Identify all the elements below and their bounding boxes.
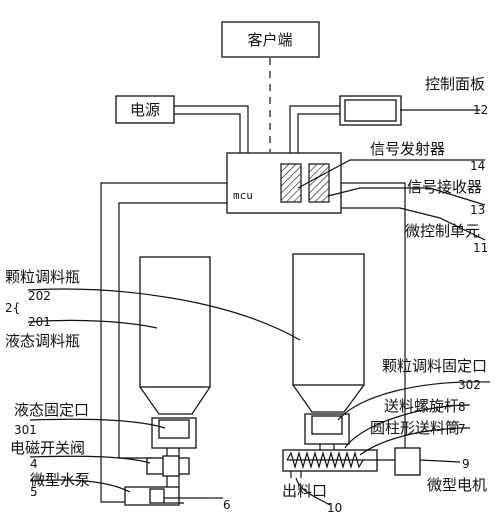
number-11: 11 [473, 241, 488, 255]
power-wire-b [174, 113, 241, 153]
number-9: 9 [462, 457, 470, 471]
motor-wire [341, 182, 406, 448]
control-panel-screen [344, 99, 397, 122]
signal-transmitter-label: 信号发射器 [370, 140, 445, 158]
micro-motor [394, 447, 421, 476]
number-12: 12 [473, 103, 488, 117]
panel-wire-b [297, 113, 340, 153]
number-10: 10 [327, 501, 342, 515]
screw-rod-label: 送料螺旋杆 [384, 397, 459, 415]
leader-lines [27, 109, 491, 506]
mcu-label: mcu [233, 189, 253, 202]
cylinder-tube-label: 圆柱形送料筒 [370, 419, 460, 437]
liquid-fixed-port-inner [158, 419, 190, 439]
panel-wire-a [289, 105, 340, 153]
number-202: 202 [28, 289, 51, 303]
solenoid-valve-label: 电磁开关阀 [10, 439, 85, 457]
micro-control-unit-label: 微控制单元 [405, 222, 480, 240]
micro-pump-outlet [149, 488, 165, 504]
granule-bottle-neck [292, 384, 365, 413]
solenoid-wire [100, 182, 227, 503]
number-201: 201 [28, 315, 51, 329]
micro-motor-label: 微型电机 [427, 476, 487, 494]
liquid-bottle-neck [139, 386, 211, 415]
power-label: 电源 [130, 101, 160, 119]
number-5: 5 [30, 485, 38, 499]
signal-receiver-block [308, 163, 330, 203]
discharge-port-label: 出料口 [282, 482, 327, 500]
power-wire-a [174, 105, 249, 153]
granule-fixed-port-label: 颗粒调料固定口 [382, 357, 487, 375]
number-302: 302 [458, 378, 481, 392]
granule-fixed-port-inner [311, 415, 343, 435]
number-2: 2{ [5, 301, 20, 315]
pump-wire [118, 202, 227, 459]
granule-bottle-label: 颗粒调料瓶 [5, 268, 80, 286]
micro-pump-label: 微型水泵 [30, 471, 90, 489]
number-14: 14 [470, 159, 485, 173]
granule-bottle-body [292, 253, 365, 386]
control-panel-label: 控制面板 [425, 75, 485, 93]
number-8: 8 [458, 400, 466, 414]
number-6: 6 [223, 498, 231, 512]
number-7: 7 [458, 422, 466, 436]
liquid-bottle-body [139, 256, 211, 388]
number-301: 301 [14, 423, 37, 437]
client-box [221, 21, 320, 58]
liquid-bottle-label: 液态调料瓶 [5, 332, 80, 350]
signal-transmitter-block [280, 163, 302, 203]
number-13: 13 [470, 203, 485, 217]
number-4: 4 [30, 457, 38, 471]
liquid-fixed-port-label: 液态固定口 [14, 401, 89, 419]
signal-receiver-label: 信号接收器 [407, 178, 482, 196]
power-box [115, 95, 175, 124]
client-label: 客户端 [247, 31, 292, 49]
solenoid-valve-core [162, 455, 180, 477]
